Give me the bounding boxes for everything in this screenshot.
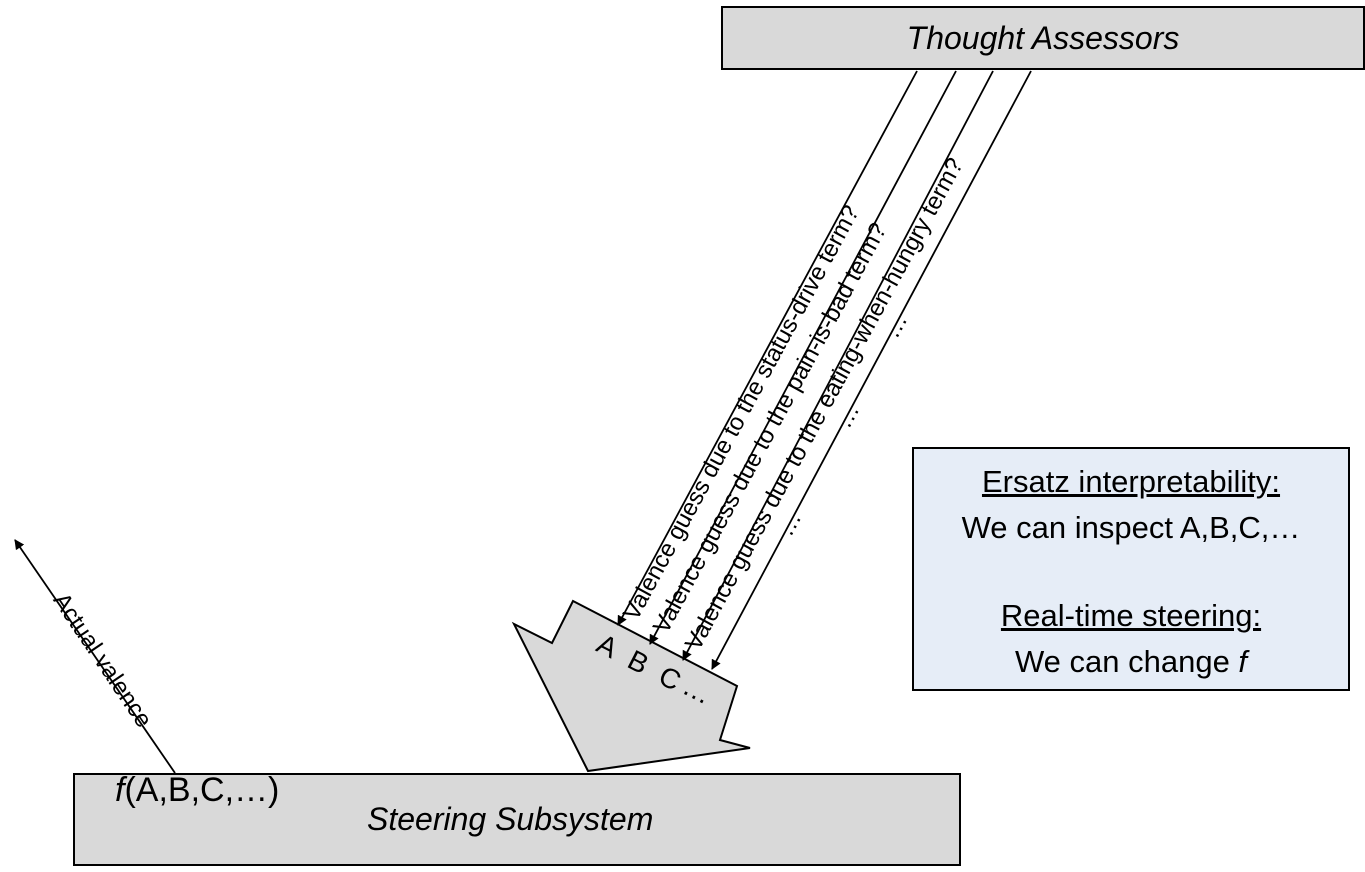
steering-text: We can change f [914,639,1348,685]
function-symbol: f [115,771,125,809]
ersatz-heading: Ersatz interpretability: [981,464,1281,499]
arrow-status-drive [617,70,918,626]
thought-assessors-label: Thought Assessors [906,20,1180,56]
arrow-pain-is-bad [649,70,957,645]
arrow-actual-valence [14,539,176,774]
info-box: Ersatz interpretability: We can inspect … [912,447,1350,691]
function-args: (A,B,C,…) [124,771,280,809]
steering-subsystem-label: Steering Subsystem [367,801,654,837]
steering-subsystem-box: f(A,B,C,…) Steering Subsystem [73,771,961,866]
steering-text-prefix: We can change [1014,644,1239,679]
arrow-ellipsis [711,70,1032,670]
input-block-arrow [511,599,751,773]
arrow-eating-when-hungry [682,70,994,661]
thought-assessors-box: Thought Assessors [721,6,1365,70]
steering-heading: Real-time steering: [1000,598,1262,633]
steering-text-symbol: f [1238,644,1248,679]
ersatz-text: We can inspect A,B,C,… [961,510,1301,545]
function-label: f(A,B,C,…) [115,771,279,810]
